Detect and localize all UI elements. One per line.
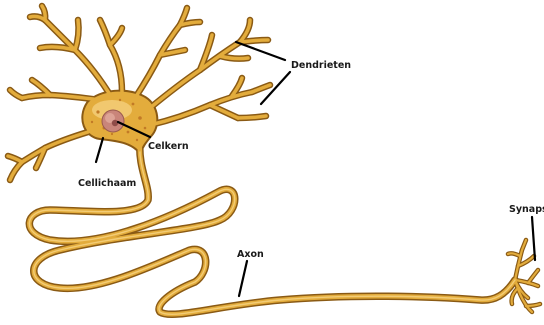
neuron-outline [8,6,540,314]
label-axon: Axon [237,249,264,260]
label-synapse: Synaps [509,204,544,215]
axon-highlight [29,142,515,314]
leader-cell-body [96,138,103,162]
leader-synapse [532,217,535,260]
leader-axon [239,261,247,296]
label-nucleus: Celkern [148,141,189,152]
label-cell-body: Cellichaam [78,178,136,189]
label-dendrites: Dendrieten [291,60,351,71]
neuron-fill [8,6,540,314]
nucleolus [112,120,118,126]
axon-path [29,142,515,314]
